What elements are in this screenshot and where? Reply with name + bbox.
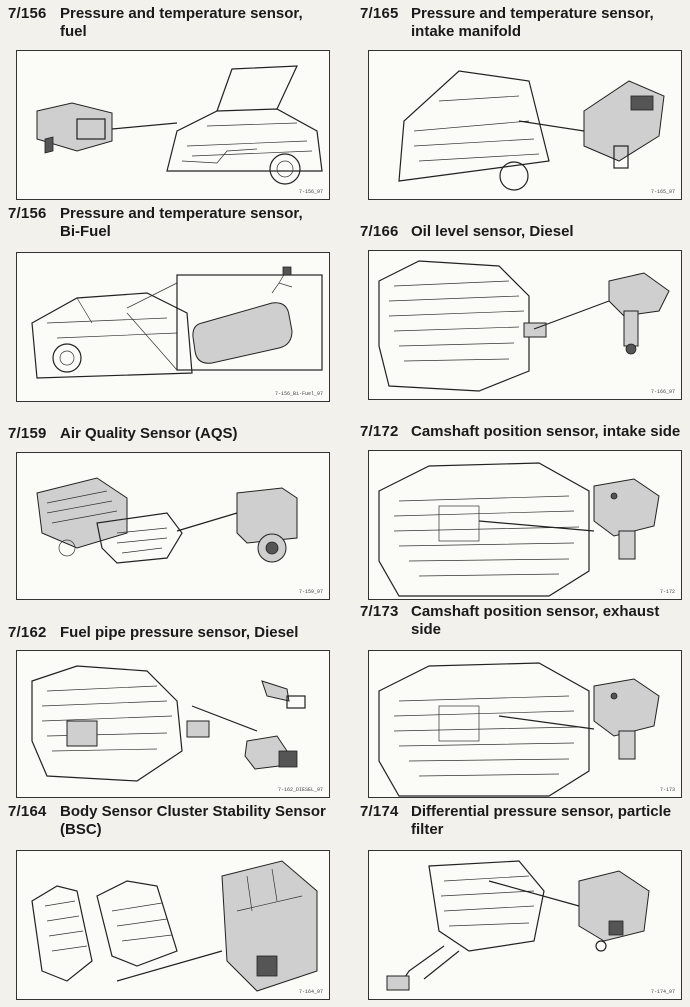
entry-code: 7/166 (360, 223, 399, 240)
entry-title: Body Sensor Cluster Stability Sensor (60, 803, 326, 820)
entry-title: Camshaft position sensor, intake side (411, 423, 681, 440)
entry-title-line2: side (411, 621, 442, 638)
entry-title-line2: filter (411, 821, 444, 838)
figure-reference: 7-165_97 (650, 189, 675, 195)
illustration-panel: 7-156_97 (16, 50, 330, 200)
illustration-panel: 7-172 (368, 450, 682, 600)
entry-title: Camshaft position sensor, exhaust (411, 603, 660, 620)
aqs-sensor-illustration (36, 477, 298, 564)
intake-sensor-illustration (398, 70, 665, 191)
illustration-panel: 7-159_97 (16, 452, 330, 600)
entry-title: Pressure and temperature sensor, (60, 205, 303, 222)
entry-code: 7/156 (8, 205, 47, 222)
fuel-pipe-sensor-illustration (31, 665, 306, 782)
figure-reference: 7-173 (659, 787, 675, 793)
entry-code: 7/173 (360, 603, 399, 620)
illustration-panel: 7-156_Bi-Fuel_97 (16, 252, 330, 402)
figure-reference: 7-166_97 (650, 389, 675, 395)
fuel-sensor-illustration (36, 65, 323, 185)
illustration-panel: 7-165_97 (368, 50, 682, 200)
entry-title: Pressure and temperature sensor, (411, 5, 654, 22)
particle-filter-sensor-illustration (386, 860, 650, 991)
illustration-panel: 7-166_97 (368, 250, 682, 400)
illustration-panel: 7-164_97 (16, 850, 330, 1000)
camshaft-intake-illustration (378, 462, 660, 597)
camshaft-exhaust-illustration (378, 662, 660, 797)
figure-reference: 7-162_DIESEL_97 (277, 787, 323, 793)
entry-title-line2: fuel (60, 23, 87, 40)
entry-code: 7/172 (360, 423, 399, 440)
illustration-panel: 7-173 (368, 650, 682, 798)
entry-code: 7/174 (360, 803, 399, 820)
entry-title-line2: Bi-Fuel (60, 223, 111, 240)
entry-code: 7/165 (360, 5, 399, 22)
entry-title: Differential pressure sensor, particle (411, 803, 672, 820)
oil-level-sensor-illustration (378, 260, 670, 392)
figure-reference: 7-174_97 (650, 989, 675, 995)
illustration-panel: 7-174_97 (368, 850, 682, 1000)
figure-reference: 7-156_97 (298, 189, 323, 195)
figure-reference: 7-159_97 (298, 589, 323, 595)
entry-code: 7/156 (8, 5, 47, 22)
entry-code: 7/159 (8, 425, 47, 442)
entry-title: Oil level sensor, Diesel (411, 223, 574, 240)
bi-fuel-sensor-illustration (31, 266, 323, 379)
figure-reference: 7-172 (659, 589, 675, 595)
figure-reference: 7-156_Bi-Fuel_97 (274, 391, 323, 397)
entry-title-line2: intake manifold (411, 23, 522, 40)
figure-reference: 7-164_97 (298, 989, 323, 995)
bsc-sensor-illustration (31, 860, 318, 992)
entry-code: 7/164 (8, 803, 47, 820)
entry-title-line2: (BSC) (60, 821, 102, 838)
entry-title: Fuel pipe pressure sensor, Diesel (60, 624, 299, 641)
entry-title: Air Quality Sensor (AQS) (60, 425, 238, 442)
entry-title: Pressure and temperature sensor, (60, 5, 303, 22)
illustration-panel: 7-162_DIESEL_97 (16, 650, 330, 798)
entry-code: 7/162 (8, 624, 47, 641)
